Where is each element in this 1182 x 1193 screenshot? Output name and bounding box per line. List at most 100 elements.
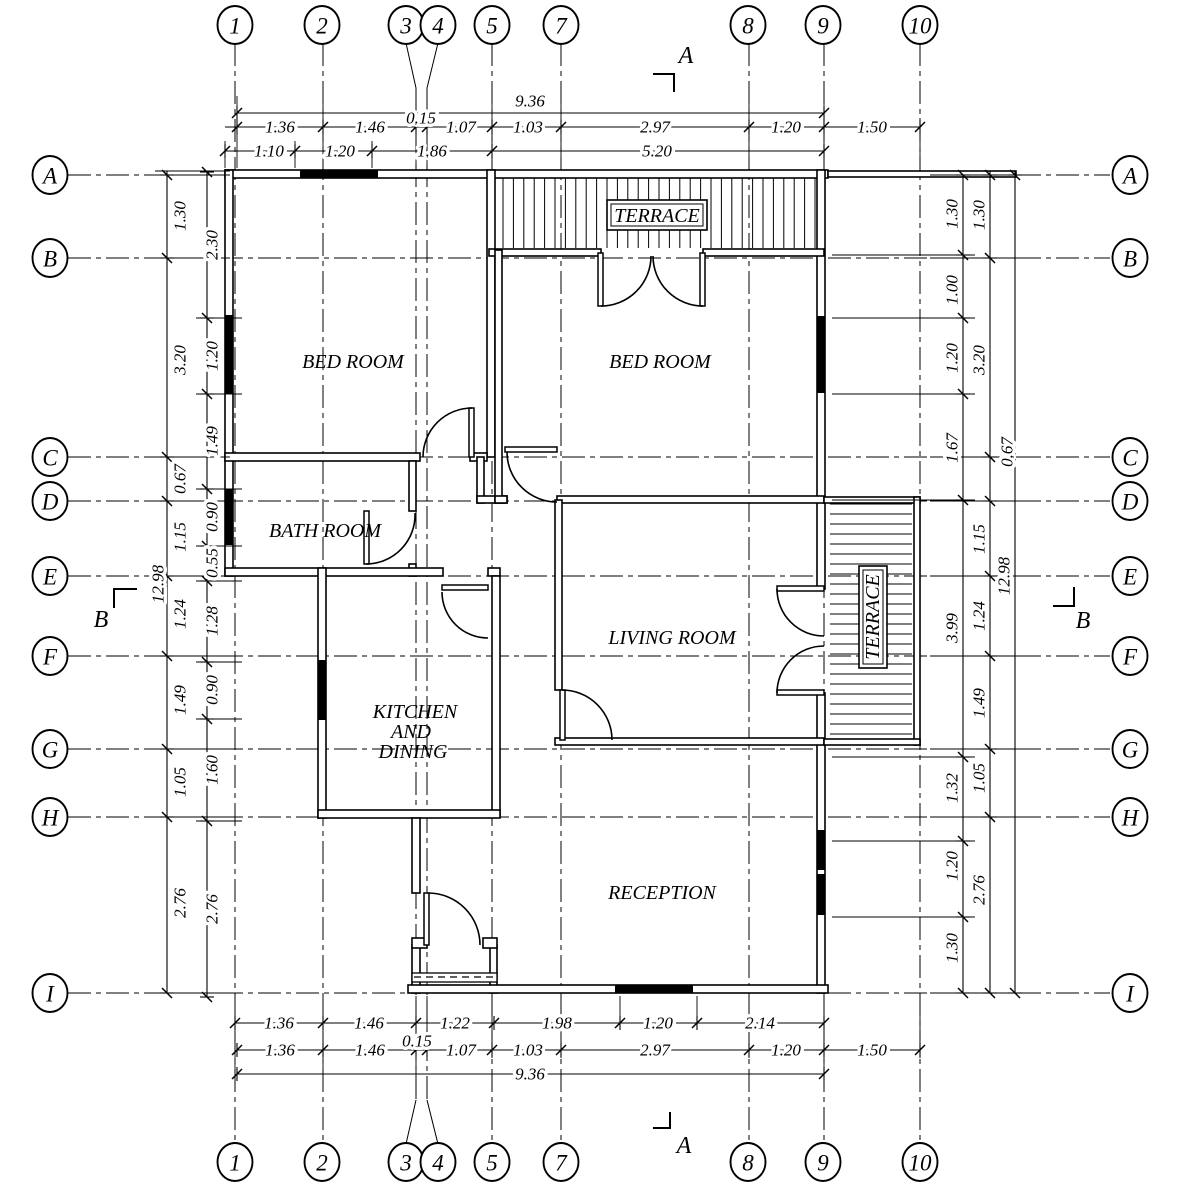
dim-label: 0.67 xyxy=(998,436,1017,467)
grid-bubble-label: E xyxy=(42,565,57,590)
dim-label: 3.20 xyxy=(970,345,989,376)
grid-bubble xyxy=(31,238,69,278)
dim-label: 1.98 xyxy=(542,1014,572,1033)
walls xyxy=(224,169,1017,994)
grid-bubble xyxy=(303,1142,341,1182)
door-arc xyxy=(365,512,416,565)
door-arc xyxy=(776,645,825,694)
dim-label: 1.32 xyxy=(943,773,962,803)
dim-label: 1.30 xyxy=(171,201,190,231)
dim-label: 1.28 xyxy=(203,606,222,636)
window-fills xyxy=(225,170,825,993)
window-fill xyxy=(318,660,326,720)
dim-label: 1.22 xyxy=(440,1014,470,1033)
room-label: KITCHEN xyxy=(372,701,459,723)
section-label: A xyxy=(677,43,694,69)
grid-bubble xyxy=(542,5,580,45)
door-arc xyxy=(422,407,473,458)
grid-bubble-label: E xyxy=(1122,565,1137,590)
grid-bubble xyxy=(729,5,767,45)
wall xyxy=(486,169,496,458)
grid-bubble xyxy=(216,1142,254,1182)
wall xyxy=(556,495,825,504)
section-mark xyxy=(1053,587,1075,607)
dim-label: 1.20 xyxy=(771,118,801,137)
dim-label: 9.36 xyxy=(515,92,545,111)
door-arc xyxy=(506,451,558,503)
door-arc xyxy=(776,588,825,637)
dim-label: 0.15 xyxy=(406,109,436,128)
wall xyxy=(411,817,421,894)
grid-bubble-label: 3 xyxy=(399,1151,412,1176)
dim-label: 1.50 xyxy=(857,118,887,137)
grid-bubble xyxy=(31,437,69,477)
section-label: A xyxy=(675,1133,692,1159)
door-leaf xyxy=(776,689,825,696)
dim-label: 1.30 xyxy=(943,933,962,963)
window-fill xyxy=(817,874,825,915)
grid-bubble xyxy=(31,973,69,1013)
grid-bubble-label: G xyxy=(1122,738,1139,763)
dim-label: 1.46 xyxy=(355,118,385,137)
dim-label: 1.46 xyxy=(354,1014,384,1033)
dim-label: 1.24 xyxy=(970,601,989,631)
dim-label: 1.15 xyxy=(970,524,989,554)
grid-leader xyxy=(426,1099,439,1145)
dim-label: 1.46 xyxy=(355,1041,385,1060)
door-leaf xyxy=(699,252,706,307)
grid-bubble-label: I xyxy=(1125,982,1135,1007)
grid-bubble-label: G xyxy=(42,738,59,763)
grid-bubble-label: B xyxy=(43,247,57,272)
grid-bubble-label: 10 xyxy=(909,14,933,39)
door-leaf xyxy=(776,585,825,592)
wall xyxy=(487,567,501,577)
wall xyxy=(488,248,602,257)
dim-label: 1.67 xyxy=(943,432,962,463)
wall xyxy=(482,937,498,949)
grid-bubble-label: 8 xyxy=(742,1151,754,1176)
terrace-label-box xyxy=(606,199,708,231)
dim-label: 1.20 xyxy=(203,341,222,371)
wall xyxy=(554,737,825,746)
grid-bubble xyxy=(419,5,457,45)
grid-bubble xyxy=(804,1142,842,1182)
terrace-hatching xyxy=(502,178,912,735)
dim-label: 1.20 xyxy=(771,1041,801,1060)
grid-leader xyxy=(405,42,417,89)
window-fill xyxy=(225,315,233,394)
dim-label: 1.05 xyxy=(970,763,989,793)
section-label: B xyxy=(94,607,109,633)
grid-bubble-label: B xyxy=(1123,247,1137,272)
grid-bubble-label: 2 xyxy=(316,1151,328,1176)
grid-bubble xyxy=(31,556,69,596)
dim-label: 1.03 xyxy=(513,1041,543,1060)
wall xyxy=(224,567,444,577)
window-fill xyxy=(817,316,825,393)
grid-bubble-label: 9 xyxy=(817,1151,829,1176)
dim-label: 1.10 xyxy=(254,142,284,161)
grid-bubble xyxy=(1111,729,1149,769)
room-label: LIVING ROOM xyxy=(607,627,737,649)
dim-label: 5.20 xyxy=(642,142,672,161)
grid-bubble xyxy=(1111,437,1149,477)
dim-label: 1.03 xyxy=(513,118,543,137)
grid-bubble xyxy=(31,797,69,837)
grid-bubble-label: F xyxy=(42,645,58,670)
wall xyxy=(494,249,503,504)
grid-bubble xyxy=(31,481,69,521)
room-label: BED ROOM xyxy=(609,351,712,373)
dim-label: 1.50 xyxy=(857,1041,887,1060)
grid-bubble-label: 8 xyxy=(742,14,754,39)
grid-bubble xyxy=(216,5,254,45)
dim-label: 1.15 xyxy=(171,522,190,552)
grid-bubble-label: C xyxy=(42,446,58,471)
grid-bubble xyxy=(729,1142,767,1182)
grid-bubble xyxy=(419,1142,457,1182)
dim-label: 1.86 xyxy=(417,142,447,161)
grid-bubble-label: A xyxy=(1121,164,1138,189)
dim-label: 1.05 xyxy=(171,767,190,797)
terrace-label-box-inner xyxy=(610,203,704,227)
